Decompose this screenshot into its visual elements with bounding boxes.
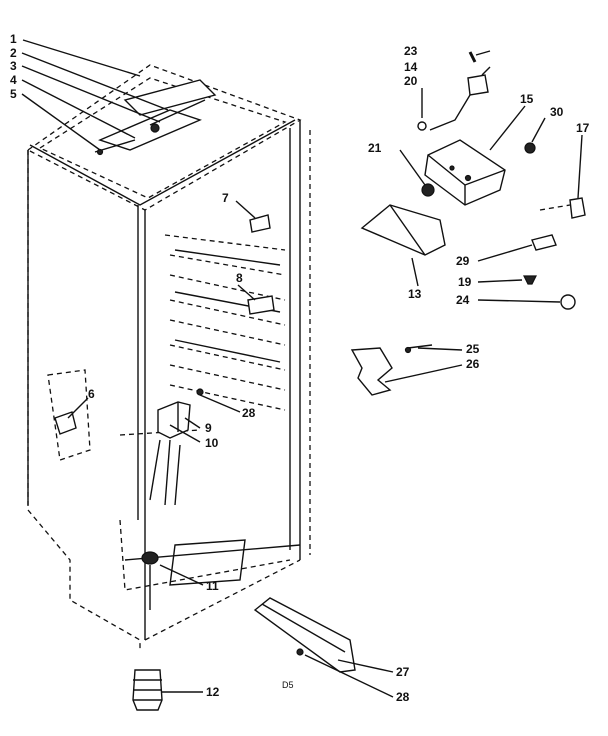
callout-9: 9: [205, 421, 212, 435]
cabinet-body: [26, 64, 311, 650]
hinge-6: [54, 411, 77, 435]
callout-labels: 1 2 3 4 5 6 7 8 28 9 10 11 12 13 23 14 2…: [10, 32, 590, 704]
callout-7: 7: [222, 191, 229, 205]
callout-23: 23: [404, 44, 418, 58]
bulb-30: [524, 142, 536, 154]
callout-10: 10: [205, 436, 219, 450]
drain-fitting-11: [141, 551, 159, 610]
callout-14: 14: [404, 60, 418, 74]
callout-25: 25: [466, 342, 480, 356]
drain-trough-27: [253, 597, 356, 673]
diagram-code: D5: [282, 680, 294, 690]
cover-13: [360, 204, 446, 256]
switch-17: [539, 197, 586, 219]
callout-3: 3: [10, 59, 17, 73]
control-assembly: [424, 139, 506, 206]
callout-19: 19: [458, 275, 472, 289]
screw-23: [468, 51, 477, 63]
callout-28a: 28: [242, 406, 256, 420]
switch-9-10: [157, 388, 204, 439]
callout-5: 5: [10, 87, 17, 101]
thermostat-clip-7: [249, 214, 271, 233]
knob-21: [421, 183, 435, 197]
callout-11: 11: [206, 579, 219, 593]
callout-2: 2: [10, 46, 17, 60]
callout-28b: 28: [396, 690, 410, 704]
top-control-housing: [94, 79, 217, 156]
callout-6: 6: [88, 387, 95, 401]
callout-26: 26: [466, 357, 480, 371]
bulb-19: [523, 275, 537, 285]
bracket-25-26: [350, 344, 433, 396]
callout-15: 15: [520, 92, 534, 106]
clip-8: [247, 295, 275, 315]
drain-cap-12: [132, 669, 163, 711]
callout-30: 30: [550, 105, 564, 119]
callout-20: 20: [404, 74, 418, 88]
callout-13: 13: [408, 287, 422, 301]
leader-lines: [21, 39, 583, 698]
callout-12: 12: [206, 685, 220, 699]
bulb-24: [560, 294, 576, 310]
callout-1: 1: [10, 32, 17, 46]
clip-29: [531, 234, 557, 251]
lamp-socket-14: [429, 74, 489, 131]
callout-27: 27: [396, 665, 410, 679]
callout-24: 24: [456, 293, 470, 307]
callout-8: 8: [236, 271, 243, 285]
callout-29: 29: [456, 254, 470, 268]
callout-17: 17: [576, 121, 590, 135]
bulb-20: [417, 121, 427, 131]
callout-4: 4: [10, 73, 17, 87]
callout-21: 21: [368, 141, 382, 155]
